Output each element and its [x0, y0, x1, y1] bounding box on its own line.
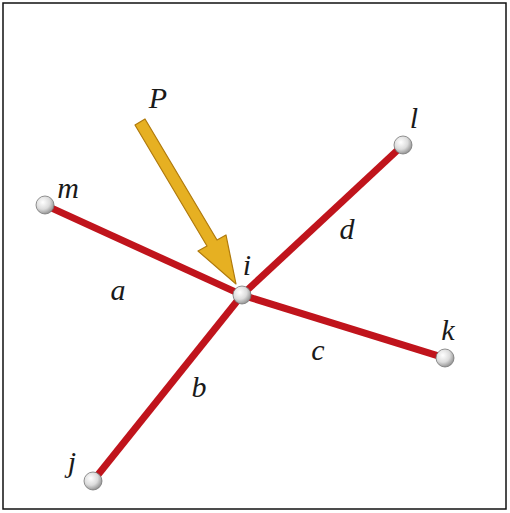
joint-label: m: [57, 173, 79, 203]
joint-sphere-shape: [36, 196, 54, 214]
joint-sphere-shape: [436, 349, 454, 367]
bar-label: c: [311, 335, 324, 365]
joint-sphere-shape: [394, 136, 412, 154]
joint-sphere: [35, 195, 55, 215]
truss-bar: [248, 150, 397, 289]
joint-node: k: [435, 348, 455, 368]
joint-sphere: [393, 135, 413, 155]
joint-sphere: [435, 348, 455, 368]
border: [3, 3, 506, 509]
bar-label: d: [340, 214, 355, 244]
joint-node: l: [393, 135, 413, 155]
joint-label: k: [441, 315, 454, 345]
joint-sphere-shape: [233, 286, 251, 304]
bar-label: b: [192, 372, 207, 402]
truss-bar: [250, 297, 438, 355]
joint-label: l: [410, 103, 418, 133]
joint-node: i: [232, 285, 252, 305]
bar-label: a: [111, 275, 126, 305]
truss-bar: [98, 301, 237, 475]
joint-label: j: [68, 447, 76, 477]
joint-node: m: [35, 195, 55, 215]
joint-sphere: [83, 471, 103, 491]
joint-label: i: [243, 250, 251, 280]
force-arrow: [135, 119, 236, 284]
joint-sphere: [232, 285, 252, 305]
joint-node: j: [83, 471, 103, 491]
joint-sphere-shape: [84, 472, 102, 490]
force-label: P: [149, 83, 167, 113]
